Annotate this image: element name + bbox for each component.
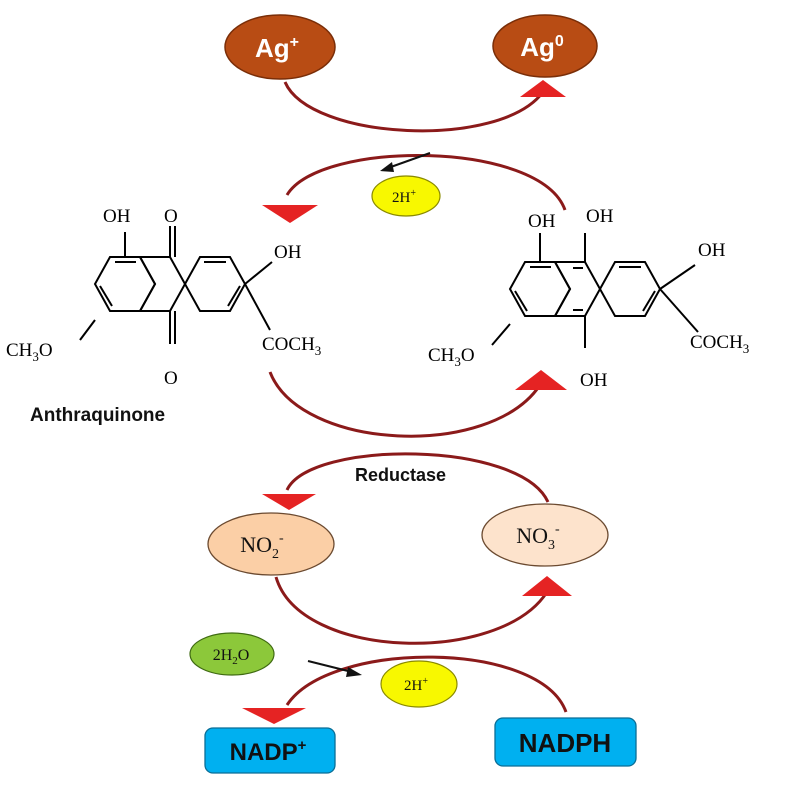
hydroquinone-labels: OH OH OH CH3O COCH3 OH	[428, 206, 749, 391]
top-cycle: Ag+ Ag0 2H+	[224, 14, 598, 223]
hq-oh-top-left: OH	[528, 211, 556, 232]
hq-oh-top: OH	[586, 206, 614, 227]
arc-nitrite-to-nitrate	[274, 576, 549, 645]
ag-zero-label: Ag0	[520, 32, 564, 62]
nitrate-label: NO3-	[516, 522, 560, 553]
nitrite-ellipse	[207, 512, 335, 576]
arrowhead-hydroquinone	[515, 370, 567, 390]
nadph-label: NADPH	[519, 728, 611, 758]
arrow-tip-two-h-top	[380, 162, 394, 172]
arrowhead-ag-zero	[520, 80, 566, 97]
two-h-bottom-label: 2H+	[404, 676, 428, 694]
ag-zero-ellipse	[492, 14, 598, 78]
nitrite-label: NO2-	[240, 531, 284, 562]
ag-plus-label: Ag+	[255, 33, 299, 63]
hydroquinone-structure	[491, 233, 699, 348]
nitrate-ellipse	[481, 503, 609, 567]
aq-o-bottom: O	[164, 368, 178, 389]
anthraquinone-structure	[79, 226, 273, 344]
arc-anthraquinone-to-hydroquinone	[268, 371, 542, 438]
bottom-cycle	[242, 576, 572, 724]
arrowhead-nadp	[242, 708, 306, 724]
nadph-box	[494, 717, 637, 767]
arrow-tip-water-to-h	[346, 667, 362, 677]
hq-coch3: COCH3	[690, 332, 749, 356]
aq-oh-top: OH	[103, 206, 131, 227]
aq-coch3: COCH3	[262, 334, 321, 358]
anthraquinone-labels: OH O OH CH3O COCH3 O	[6, 206, 321, 389]
hq-oh-right: OH	[698, 240, 726, 261]
ag-plus-ellipse	[224, 14, 336, 80]
aq-och3: CH3O	[6, 340, 53, 364]
arrow-two-h-top	[387, 152, 431, 169]
two-h-bottom-ellipse	[380, 660, 458, 708]
middle-cycle	[262, 370, 567, 510]
arrowhead-nitrite	[262, 494, 316, 510]
two-h-top-label: 2H+	[392, 188, 416, 206]
water-ellipse	[189, 632, 275, 676]
arc-to-anthraquinone	[285, 153, 567, 211]
two-h-top-ellipse	[371, 175, 441, 217]
anthraquinone-label: Anthraquinone	[30, 405, 165, 426]
aq-oh-right: OH	[274, 242, 302, 263]
arc-nadph-to-nadp	[285, 655, 568, 713]
arrow-water-to-h	[307, 660, 353, 673]
hq-oh-bottom: OH	[580, 370, 608, 391]
nadp-plus-box	[204, 727, 336, 774]
reductase-label: Reductase	[355, 465, 446, 485]
water-label: 2H2O	[213, 647, 250, 667]
arc-ag-plus-to-ag-zero	[283, 81, 545, 133]
arrowhead-anthraquinone	[262, 205, 318, 223]
arrowhead-nitrate	[522, 576, 572, 596]
aq-o-top: O	[164, 206, 178, 227]
arc-nitrate-to-nitrite	[285, 452, 550, 503]
nadp-plus-label: NADP+	[230, 737, 307, 766]
hq-och3: CH3O	[428, 345, 475, 369]
